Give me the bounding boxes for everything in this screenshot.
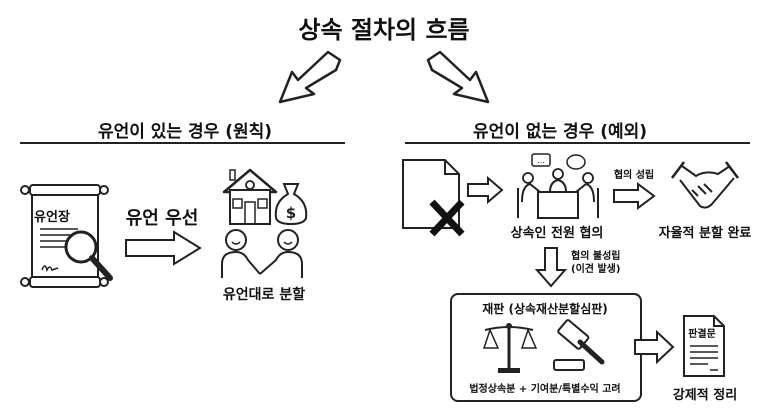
left-divider (20, 142, 345, 144)
judgment-doc-label: 판결문 (688, 329, 716, 340)
disagreement-sub: (이견 발생) (571, 264, 621, 275)
agreement-reached-label: 협의 성립 (613, 170, 655, 181)
voluntary-split-label: 자율적 분할 완료 (658, 226, 752, 241)
heirs-meeting-icon: ... (517, 153, 599, 219)
judgment-document-icon (683, 315, 725, 377)
disagreement-note: 협의 불성립 (이견 발생) (571, 250, 620, 276)
arrow-down-left-icon (278, 50, 342, 104)
court-criteria: 법정상속분 + 기여분/특별수익 고려 (469, 384, 621, 395)
handshake-icon (671, 161, 739, 209)
arrow-down-right-icon (426, 50, 490, 104)
heirs-meeting-label: 상속인 전원 협의 (510, 226, 604, 241)
arrow-right-icon (467, 175, 504, 205)
right-divider (405, 142, 750, 144)
court-title: 재판 (상속재산분할심판) (482, 302, 608, 316)
arrow-down-icon (534, 247, 568, 288)
split-by-will-label: 유언대로 분할 (222, 287, 306, 303)
will-priority-label: 유언 우선 (125, 208, 199, 229)
arrow-right-icon (125, 230, 202, 266)
will-label: 유언장 (34, 210, 70, 225)
arrow-right-icon (613, 182, 656, 210)
will-scroll-icon (20, 184, 113, 288)
money-bag-icon: $ (274, 183, 308, 226)
gavel-icon (553, 319, 605, 371)
right-section-header: 유언이 없는 경우 (예외) (472, 122, 648, 142)
arrow-right-icon (634, 329, 675, 365)
svg-text:$: $ (286, 204, 296, 222)
forced-settlement-label: 강제적 정리 (672, 388, 738, 403)
left-section-header: 유언이 있는 경우 (원칙) (97, 122, 273, 142)
scales-icon (482, 323, 538, 373)
house-icon (222, 168, 278, 225)
no-will-document-icon (402, 159, 465, 237)
svg-text:...: ... (537, 156, 545, 165)
page-title: 상속 절차의 흐름 (298, 16, 470, 44)
disagreement-label: 협의 불성립 (571, 251, 621, 262)
people-handshake-icon (221, 229, 303, 278)
